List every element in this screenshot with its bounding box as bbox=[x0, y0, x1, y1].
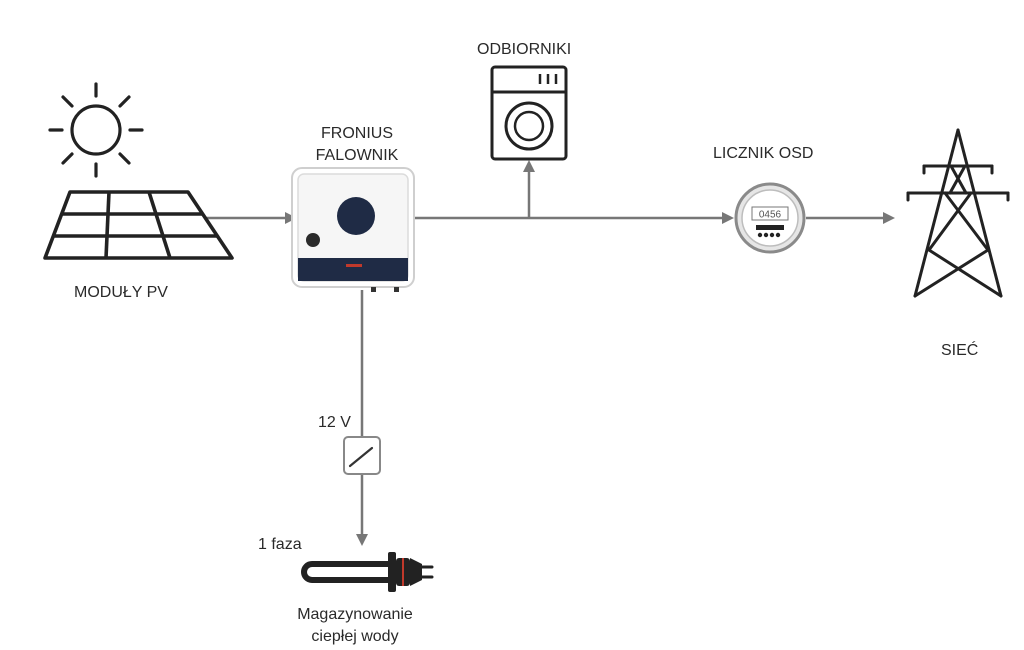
meter-dots bbox=[757, 232, 781, 238]
inverter-bottom-band bbox=[298, 258, 408, 281]
inverter-icon bbox=[291, 167, 415, 292]
relay-voltage-label: 12 V bbox=[318, 414, 351, 431]
water-storage-label-line2: ciepłej wody bbox=[311, 628, 399, 645]
inverter-connector-right bbox=[394, 287, 399, 292]
heater-element bbox=[301, 561, 400, 583]
energy-meter-icon: 0456 bbox=[734, 182, 806, 254]
inverter-connector-left bbox=[371, 287, 376, 292]
water-storage-label-line1: Magazynowanie bbox=[297, 606, 413, 623]
relay-switch-icon bbox=[343, 436, 381, 475]
meter-bar bbox=[756, 225, 784, 230]
immersion-heater-icon bbox=[301, 552, 434, 592]
inverter-knob bbox=[306, 233, 320, 247]
water-storage-label: Magazynowanie ciepłej wody bbox=[297, 604, 413, 648]
arrow-into-grid bbox=[883, 212, 895, 224]
inverter-label-line1: FRONIUS bbox=[321, 125, 393, 142]
loads-label: ODBIORNIKI bbox=[477, 41, 572, 58]
solar-panel-icon bbox=[43, 190, 234, 260]
pv-modules-label: MODUŁY PV bbox=[74, 284, 168, 301]
inverter-label-line2: FALOWNIK bbox=[315, 147, 399, 164]
grid-label: SIEĆ bbox=[941, 342, 979, 359]
washing-machine-icon bbox=[490, 65, 568, 161]
inverter-label: FRONIUS FALOWNIK bbox=[316, 123, 399, 167]
inverter-logo-mark bbox=[346, 264, 362, 267]
heater-phase-label: 1 faza bbox=[258, 536, 302, 553]
arrow-into-meter bbox=[722, 212, 734, 224]
inverter-display-dial bbox=[337, 197, 375, 235]
sun-icon bbox=[48, 82, 144, 178]
connection-lines bbox=[206, 165, 886, 538]
arrow-into-heater bbox=[356, 534, 368, 546]
meter-display-value: 0456 bbox=[759, 210, 782, 221]
arrow-into-loads bbox=[523, 160, 535, 172]
meter-display-window bbox=[751, 206, 789, 221]
power-pylon-icon bbox=[906, 128, 1010, 298]
meter-label: LICZNIK OSD bbox=[713, 145, 814, 162]
heater-cap bbox=[410, 558, 422, 586]
heater-flange bbox=[388, 552, 396, 592]
